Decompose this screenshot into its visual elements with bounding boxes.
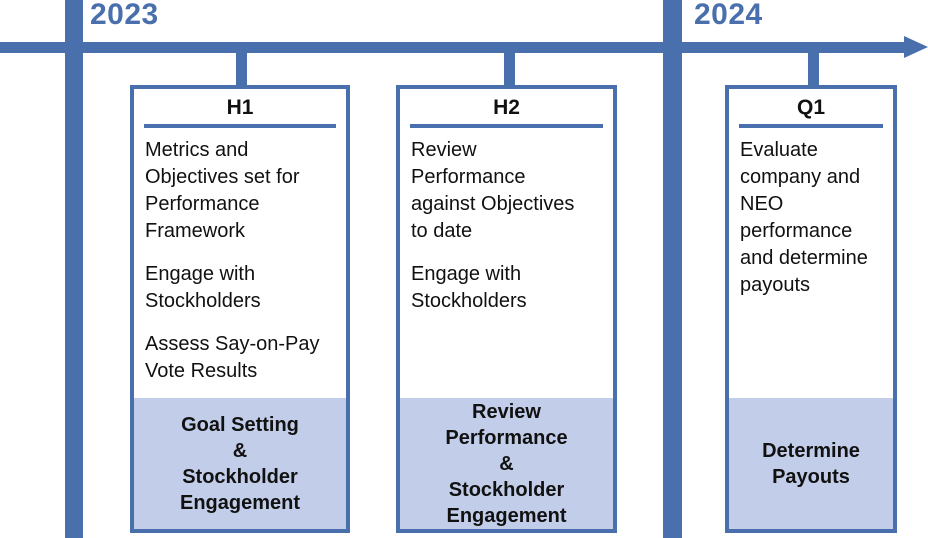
card-q1-footer: Determine Payouts bbox=[729, 398, 893, 529]
card-h1-footer: Goal Setting & Stockholder Engagement bbox=[134, 398, 346, 529]
card-h1-rule bbox=[144, 124, 336, 128]
card-h2-paragraph: Review Performance against Objectives to… bbox=[411, 139, 575, 242]
card-h1: H1 Metrics and Objectives set for Perfor… bbox=[130, 85, 350, 533]
card-h2-period-label: H2 bbox=[493, 96, 520, 119]
connector-stem-q1 bbox=[808, 52, 819, 86]
year-label-2024: 2024 bbox=[694, 0, 763, 31]
year-divider-2023 bbox=[65, 0, 83, 538]
card-h1-period-label: H1 bbox=[226, 96, 254, 119]
card-h1-body: Metrics and Objectives set for Performan… bbox=[134, 128, 346, 398]
card-h2-rule bbox=[410, 124, 603, 128]
year-label-2023: 2023 bbox=[90, 0, 159, 31]
timeline-axis bbox=[0, 42, 908, 53]
card-q1: Q1 Evaluate company and NEO performance … bbox=[725, 85, 897, 533]
card-q1-rule bbox=[739, 124, 883, 128]
connector-stem-h1 bbox=[236, 52, 247, 86]
card-q1-paragraph: Evaluate company and NEO performance and… bbox=[740, 139, 868, 296]
card-h2-paragraph: Engage with Stockholders bbox=[411, 263, 527, 312]
card-h1-paragraph: Engage with Stockholders bbox=[145, 263, 261, 312]
card-h1-paragraph: Assess Say-on-Pay Vote Results bbox=[145, 333, 320, 382]
connector-stem-h2 bbox=[504, 52, 515, 86]
card-h2-body: Review Performance against Objectives to… bbox=[400, 128, 613, 398]
year-divider-2024 bbox=[663, 0, 682, 538]
arrow-head-icon bbox=[904, 36, 928, 58]
card-q1-body: Evaluate company and NEO performance and… bbox=[729, 128, 893, 398]
card-h1-paragraph: Metrics and Objectives set for Performan… bbox=[145, 139, 300, 242]
card-h2-footer: Review Performance & Stockholder Engagem… bbox=[400, 398, 613, 529]
card-h2: H2 Review Performance against Objectives… bbox=[396, 85, 617, 533]
card-q1-period-label: Q1 bbox=[796, 96, 825, 119]
